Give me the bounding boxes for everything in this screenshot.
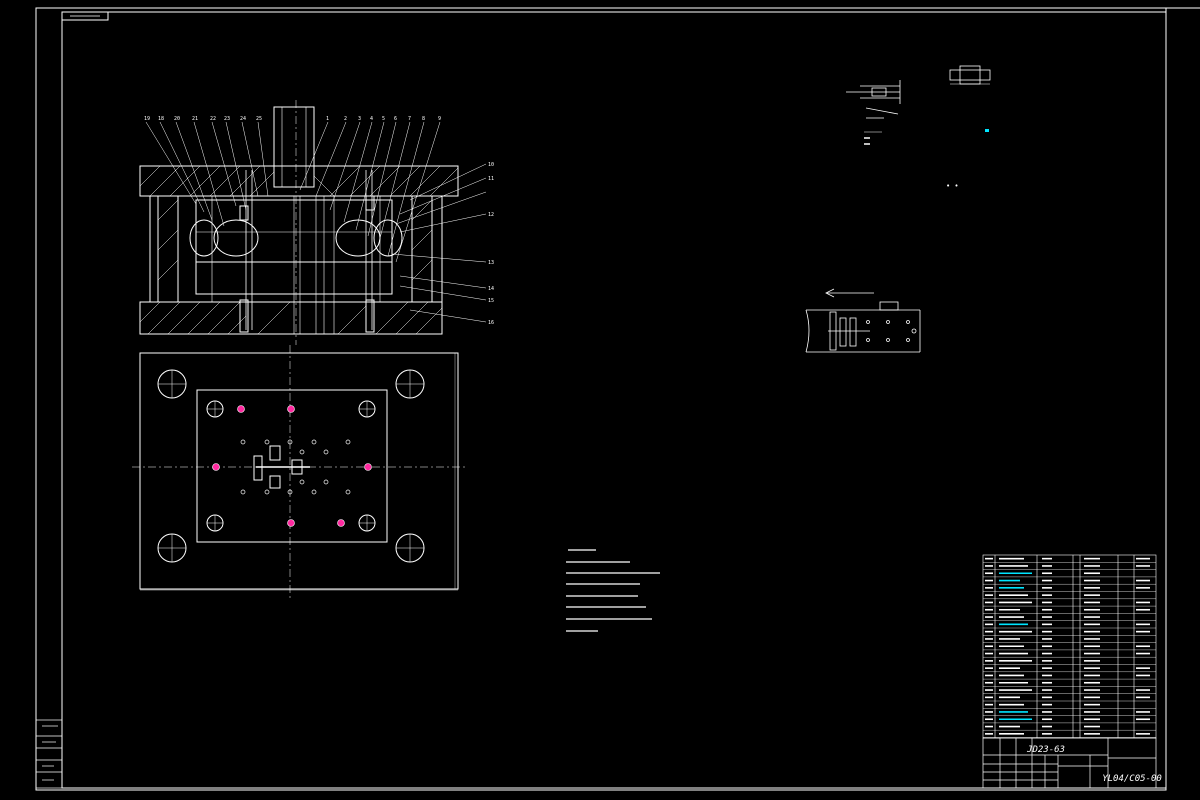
svg-text:5: 5 — [382, 116, 385, 122]
svg-text:19: 19 — [144, 116, 150, 122]
part-detail — [846, 65, 991, 145]
detail-caption: • • — [946, 182, 959, 190]
leader-lines — [145, 121, 487, 323]
svg-text:14: 14 — [488, 286, 494, 292]
svg-text:20: 20 — [174, 116, 180, 122]
svg-text:8: 8 — [422, 116, 425, 122]
technical-notes — [566, 549, 660, 632]
product-code: JD23-63 — [1026, 745, 1065, 755]
svg-text:15: 15 — [488, 298, 494, 304]
svg-text:6: 6 — [394, 116, 397, 122]
drawing-number: YL04/C05-00 — [1102, 774, 1162, 784]
dowel-markers — [212, 405, 372, 527]
svg-text:10: 10 — [488, 162, 494, 168]
parts-list-rows — [983, 557, 1156, 738]
svg-text:11: 11 — [488, 176, 494, 182]
strip-layout — [805, 288, 921, 353]
plan-small-holes — [240, 439, 351, 495]
inner-border — [61, 11, 1167, 789]
svg-text:2: 2 — [344, 116, 347, 122]
highlight-mark — [985, 129, 989, 132]
svg-text:24: 24 — [240, 116, 246, 122]
section-hatch — [139, 165, 459, 335]
svg-text:12: 12 — [488, 212, 494, 218]
svg-text:9: 9 — [438, 116, 441, 122]
plan-view — [132, 345, 466, 600]
svg-text:22: 22 — [210, 116, 216, 122]
svg-text:16: 16 — [488, 320, 494, 326]
svg-text:4: 4 — [370, 116, 373, 122]
svg-text:25: 25 — [256, 116, 262, 122]
svg-text:23: 23 — [224, 116, 230, 122]
outer-border — [35, 7, 1167, 791]
svg-text:7: 7 — [408, 116, 411, 122]
svg-text:3: 3 — [358, 116, 361, 122]
left-revision-strip — [35, 719, 63, 789]
svg-text:21: 21 — [192, 116, 198, 122]
svg-text:13: 13 — [488, 260, 494, 266]
title-block — [982, 737, 1157, 789]
corner-tag-box — [61, 11, 109, 21]
svg-text:1: 1 — [326, 116, 329, 122]
section-view — [139, 100, 459, 345]
svg-text:18: 18 — [158, 116, 164, 122]
